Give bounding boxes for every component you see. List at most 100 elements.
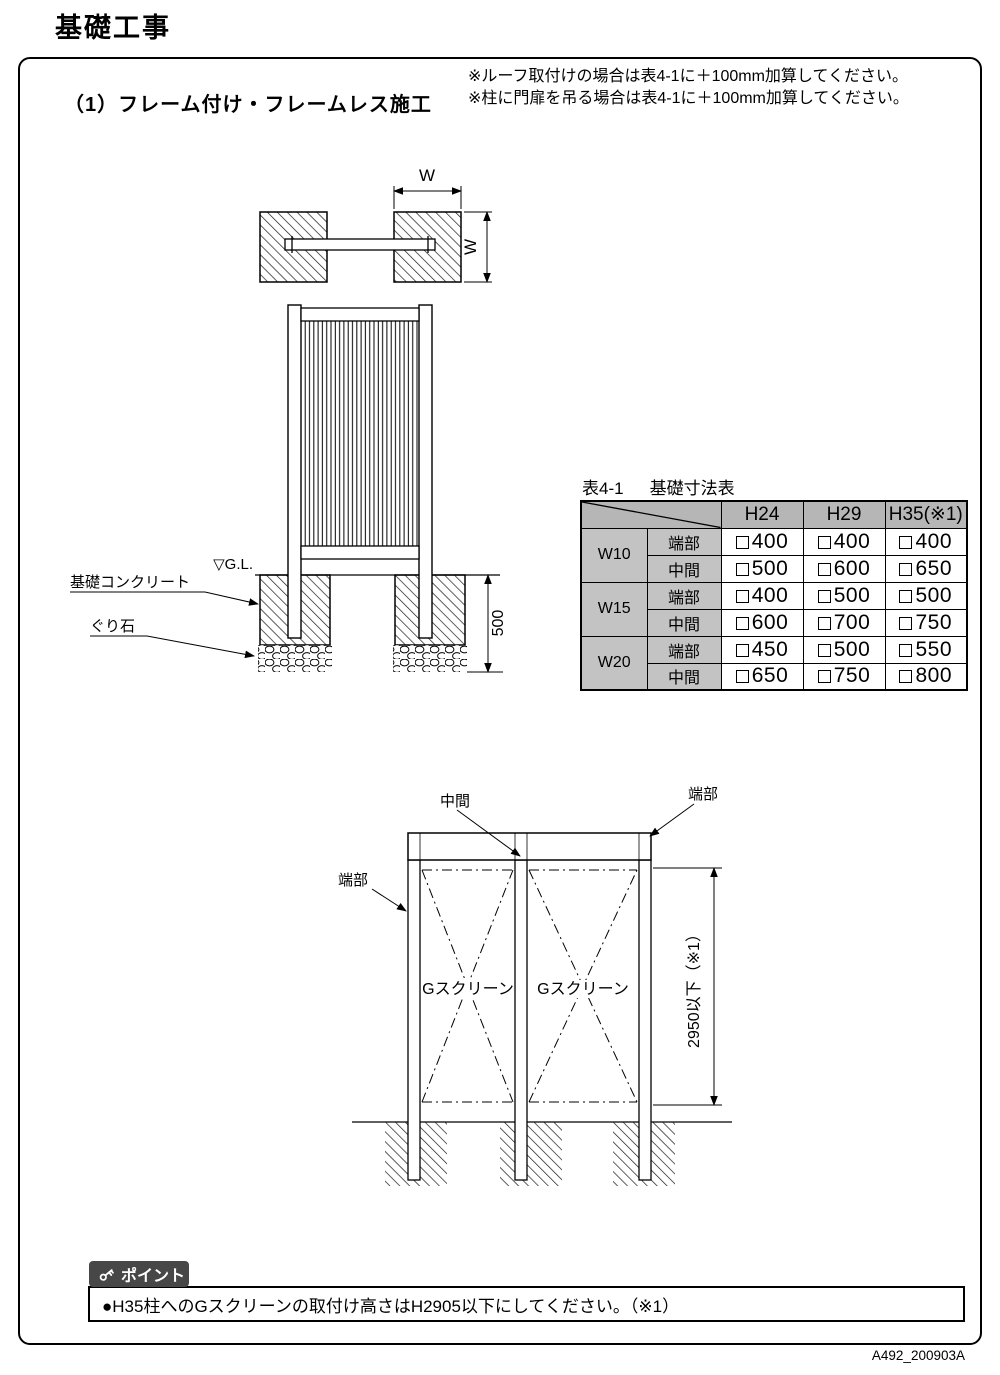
checkbox-icon	[817, 616, 831, 630]
checkbox-icon	[899, 589, 913, 603]
value-cell: 550	[884, 635, 968, 664]
rubble-stone-right	[393, 645, 467, 672]
table-title: 基礎寸法表	[649, 479, 735, 498]
note-gate: ※柱に門扉を吊る場合は表4-1に＋100mm加算してください。	[468, 90, 909, 107]
section-heading: （1）フレーム付け・フレームレス施工	[64, 94, 432, 116]
value-text: 550	[915, 637, 953, 661]
value-cell: 600	[802, 554, 886, 583]
row-pos-label: 中間	[646, 554, 722, 583]
value-text: 650	[915, 556, 953, 580]
value-cell: 400	[720, 527, 804, 556]
plan-dim-top	[393, 186, 462, 209]
col-header-h35: H35(※1)	[884, 500, 968, 529]
row-group-w15: W15	[580, 581, 648, 637]
point-badge-label: ポイント	[121, 1268, 186, 1285]
post-right	[418, 304, 433, 639]
post-left	[407, 859, 421, 1181]
page-title: 基礎工事	[55, 13, 171, 43]
end-left-leader-line	[371, 888, 407, 912]
row-group-w10: W10	[580, 527, 648, 583]
rubble-stone-left	[258, 645, 332, 672]
checkbox-icon	[899, 670, 913, 684]
row-pos-label: 端部	[646, 635, 722, 664]
table-row: 中間 600 700 750	[581, 608, 968, 637]
value-cell: 450	[720, 635, 804, 664]
value-text: 500	[833, 583, 871, 607]
value-text: 400	[751, 583, 789, 607]
concrete-leader-line	[70, 591, 259, 606]
value-cell: 650	[884, 554, 968, 583]
row-pos-label: 中間	[646, 662, 722, 691]
value-text: 500	[751, 556, 789, 580]
panel-left-label-bg	[425, 980, 511, 998]
value-cell: 500	[802, 581, 886, 610]
table-row: W15 端部 400 500 500	[580, 581, 968, 637]
checkbox-icon	[817, 643, 831, 657]
value-text: 800	[915, 664, 953, 688]
post-right	[638, 859, 652, 1181]
height-dimension	[653, 867, 722, 1106]
post-center	[514, 859, 528, 1181]
middle-leader-line	[456, 809, 521, 857]
checkbox-icon	[735, 589, 749, 603]
value-text: 500	[915, 583, 953, 607]
checkbox-icon	[899, 616, 913, 630]
checkbox-icon	[817, 562, 831, 576]
content-border-box	[18, 57, 982, 1345]
value-text: 750	[915, 610, 953, 634]
plan-dim-side	[464, 211, 492, 283]
depth-dimension	[467, 574, 503, 673]
end-left-label: 端部	[338, 872, 368, 889]
checkbox-icon	[899, 535, 913, 549]
checkbox-icon	[735, 670, 749, 684]
middle-label: 中間	[440, 793, 470, 810]
value-text: 400	[751, 529, 789, 553]
end-right-leader-line	[649, 803, 695, 837]
gl-label: ▽G.L.	[213, 556, 253, 573]
value-text: 400	[915, 529, 953, 553]
footing-center	[500, 1122, 562, 1186]
bottom-rail	[300, 545, 420, 560]
rubble-leader-line	[90, 635, 255, 659]
note-roof: ※ルーフ取付けの場合は表4-1に＋100mm加算してください。	[468, 68, 908, 85]
checkbox-icon	[735, 643, 749, 657]
value-cell: 500	[720, 554, 804, 583]
key-icon	[99, 1268, 114, 1281]
diagonal-line	[582, 502, 721, 528]
table-number: 表4-1	[582, 479, 624, 498]
top-rail	[300, 307, 420, 322]
panel-left-label: Gスクリーン	[422, 980, 514, 998]
value-cell: 500	[802, 635, 886, 664]
checkbox-icon	[735, 562, 749, 576]
top-beam	[407, 832, 652, 861]
value-text: 650	[751, 664, 789, 688]
foundation-dimension-table: H24 H29 H35(※1) W10 端部 400 400 400 中間 50…	[580, 500, 968, 691]
value-cell: 750	[884, 608, 968, 637]
depth-dim-label: 500	[490, 610, 507, 637]
col-header-h24: H24	[720, 500, 804, 529]
checkbox-icon	[817, 670, 831, 684]
value-cell: 650	[720, 662, 804, 691]
row-pos-label: 中間	[646, 608, 722, 637]
panel-right-label: Gスクリーン	[537, 980, 629, 998]
front-elevation-diagram: Gスクリーン Gスクリーン 中間 端部 端部 2950以下（※1）	[338, 786, 732, 1186]
value-cell: 600	[720, 608, 804, 637]
doc-code: A492_200903A	[871, 1348, 965, 1363]
checkbox-icon	[817, 535, 831, 549]
table-row: 中間 650 750 800	[581, 662, 968, 691]
height-dim-label: 2950以下（※1）	[685, 926, 703, 1048]
row-pos-label: 端部	[646, 527, 722, 556]
panel-right-label-bg	[540, 980, 626, 998]
col-header-h29: H29	[802, 500, 886, 529]
table-row: 中間 500 600 650	[581, 554, 968, 583]
checkbox-icon	[817, 589, 831, 603]
table-caption: 表4-1 基礎寸法表	[582, 474, 735, 499]
plan-post-marks	[291, 236, 429, 253]
value-text: 700	[833, 610, 871, 634]
value-cell: 750	[802, 662, 886, 691]
row-pos-label: 端部	[646, 581, 722, 610]
value-cell: 400	[802, 527, 886, 556]
table-row: W20 端部 450 500 550	[580, 635, 968, 691]
plan-dim-w-side-label: W	[461, 239, 480, 255]
value-text: 600	[833, 556, 871, 580]
